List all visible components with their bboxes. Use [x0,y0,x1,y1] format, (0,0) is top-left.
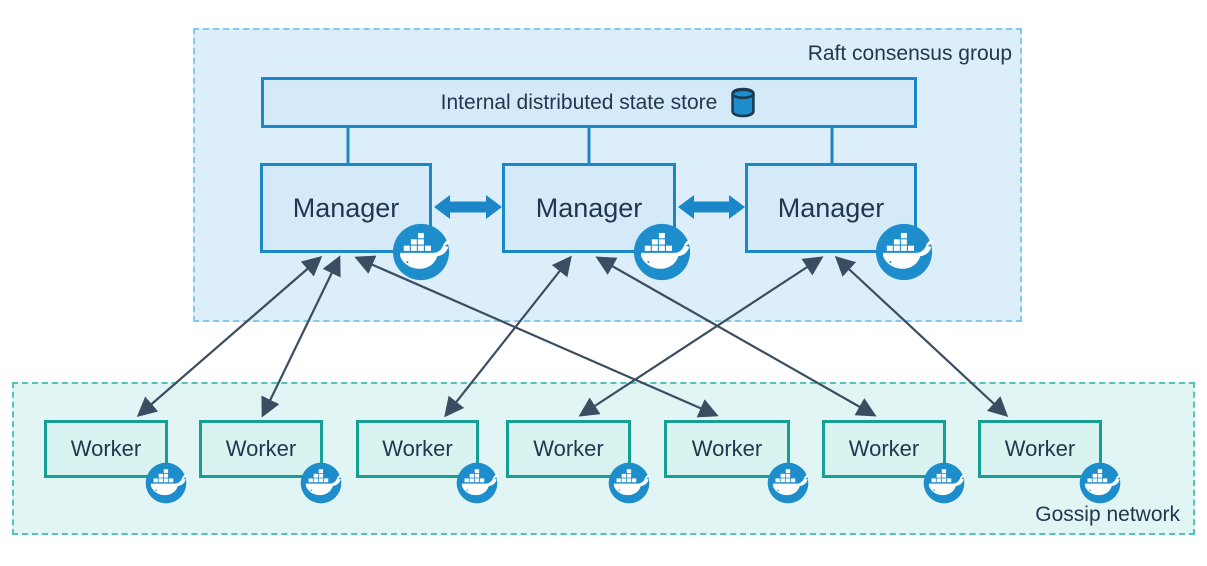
docker-icon [392,223,450,281]
database-cylinder-icon [729,86,757,119]
worker-node-4: Worker [506,420,631,478]
worker-node-7: Worker [978,420,1102,478]
manager-node-1: Manager [260,163,432,253]
worker-label: Worker [848,436,920,461]
worker-label: Worker [70,436,142,461]
docker-icon [456,462,498,504]
docker-icon [767,462,809,504]
manager-label: Manager [777,192,885,223]
worker-node-1: Worker [44,420,168,478]
worker-label: Worker [691,436,763,461]
docker-icon [923,462,965,504]
raft-group-label: Raft consensus group [807,42,1012,65]
docker-icon [1079,462,1121,504]
state-store-label: Internal distributed state store [440,90,718,114]
docker-icon [608,462,650,504]
worker-label: Worker [382,436,453,461]
manager-label: Manager [535,192,643,223]
docker-icon [875,223,933,281]
worker-node-5: Worker [664,420,790,478]
store-manager-connectors [346,128,834,164]
manager-worker-arrows [136,255,1009,418]
worker-label: Worker [533,436,604,461]
worker-label: Worker [1004,436,1076,461]
gossip-network-label: Gossip network [1035,503,1180,526]
worker-node-3: Worker [356,420,479,478]
worker-node-2: Worker [199,420,323,478]
state-store-box: Internal distributed state store [261,77,917,128]
manager-peer-arrows [434,195,745,219]
worker-node-6: Worker [822,420,946,478]
docker-icon [300,462,342,504]
docker-icon [633,223,691,281]
manager-label: Manager [292,192,400,223]
docker-icon [145,462,187,504]
worker-label: Worker [225,436,297,461]
